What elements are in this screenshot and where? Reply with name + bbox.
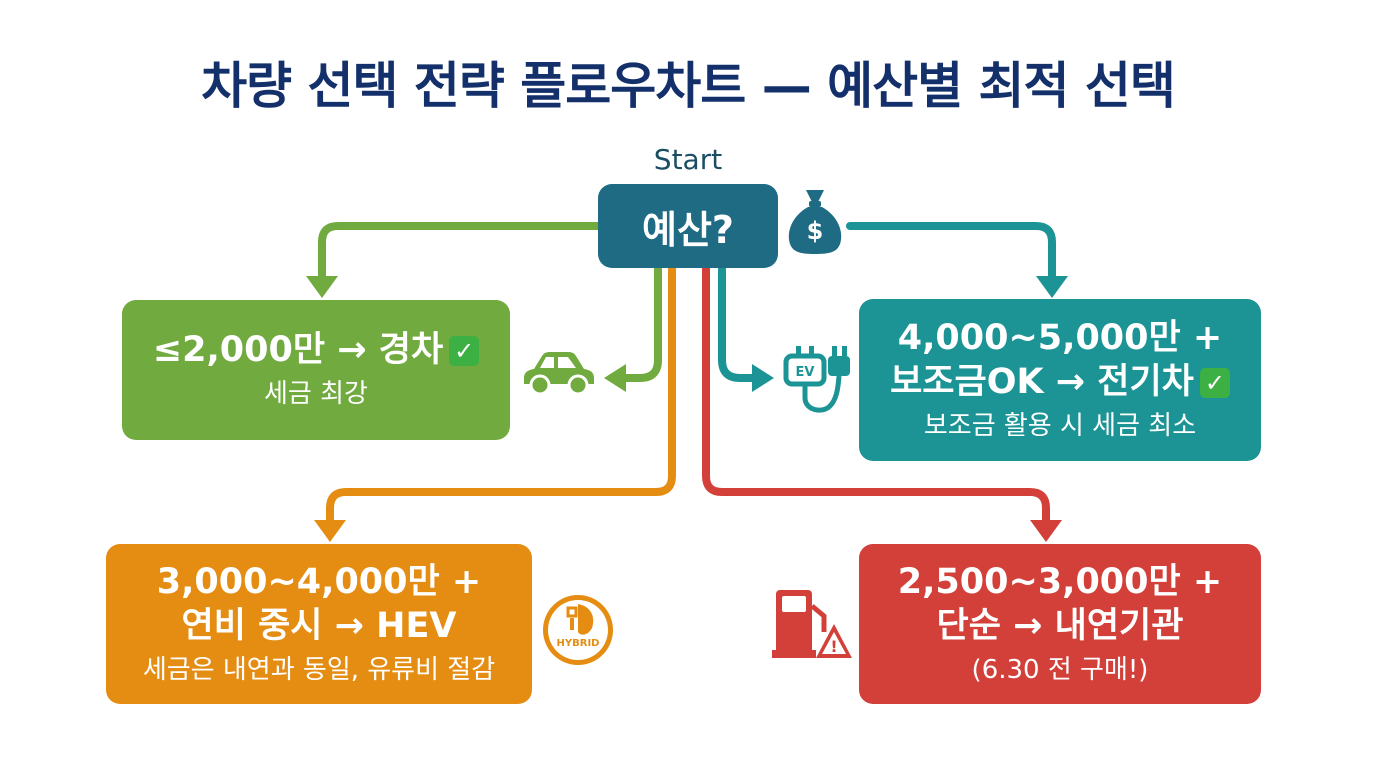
hev-line-1: 3,000~4,000만 + [156, 562, 482, 602]
connector-ev [846, 222, 1056, 286]
connector-light-car [318, 222, 602, 286]
ev-plug-icon: EV [783, 346, 850, 413]
arrowhead-car-icon [604, 364, 626, 392]
ev-note: 보조금 활용 시 세금 최소 [923, 411, 1197, 441]
car-icon [524, 352, 594, 396]
light-car-note: 세금 최강 [264, 379, 368, 409]
hev-line-2: 연비 중시 → HEV [181, 606, 457, 646]
ev-line-2: 보조금OK → 전기차✓ [890, 360, 1230, 404]
arrowhead-light-car [306, 276, 338, 298]
branch-light-car: ≤2,000만 → 경차✓ 세금 최강 [122, 300, 510, 440]
ice-line-1: 2,500~3,000만 + [897, 562, 1223, 602]
money-bag-symbol: $ [807, 217, 824, 245]
check-icon: ✓ [449, 336, 480, 366]
arrowhead-ev-plug [752, 364, 774, 392]
branch-hev: 3,000~4,000만 + 연비 중시 → HEV 세금은 내연과 동일, 유… [106, 544, 532, 704]
arrowhead-hev [314, 520, 346, 542]
hybrid-icon: HYBRID [543, 595, 613, 665]
connector-ev-plug [718, 264, 760, 382]
connector-ice [702, 264, 1050, 530]
hev-note: 세금은 내연과 동일, 유류비 절감 [142, 655, 496, 685]
start-budget-node: 예산? [598, 184, 778, 268]
arrowhead-ev [1036, 276, 1068, 298]
ice-note: (6.30 전 구매!) [971, 655, 1149, 685]
branch-ice: 2,500~3,000만 + 단순 → 내연기관 (6.30 전 구매!) [859, 544, 1261, 704]
light-car-title-text: ≤2,000만 → 경차 [152, 330, 444, 370]
arrowhead-ice [1030, 520, 1062, 542]
ev-plug-text: EV [796, 365, 815, 380]
ice-line-2: 단순 → 내연기관 [936, 606, 1184, 646]
money-bag-icon: $ [788, 190, 842, 254]
fuel-pump-warning-icon: ! [772, 590, 852, 658]
connector-car-icon [618, 264, 662, 382]
ev-line-1: 4,000~5,000만 + [897, 318, 1223, 358]
branch-ev: 4,000~5,000만 + 보조금OK → 전기차✓ 보조금 활용 시 세금 … [859, 299, 1261, 461]
light-car-title: ≤2,000만 → 경차✓ [152, 328, 480, 372]
page-title: 차량 선택 전략 플로우차트 — 예산별 최적 선택 [201, 57, 1176, 115]
ev-line-2-text: 보조금OK → 전기차 [890, 362, 1194, 402]
check-icon: ✓ [1199, 368, 1230, 398]
hybrid-text: HYBRID [557, 638, 600, 649]
warning-symbol: ! [830, 637, 837, 656]
connector-hev [326, 264, 676, 530]
start-label: Start [653, 143, 723, 176]
